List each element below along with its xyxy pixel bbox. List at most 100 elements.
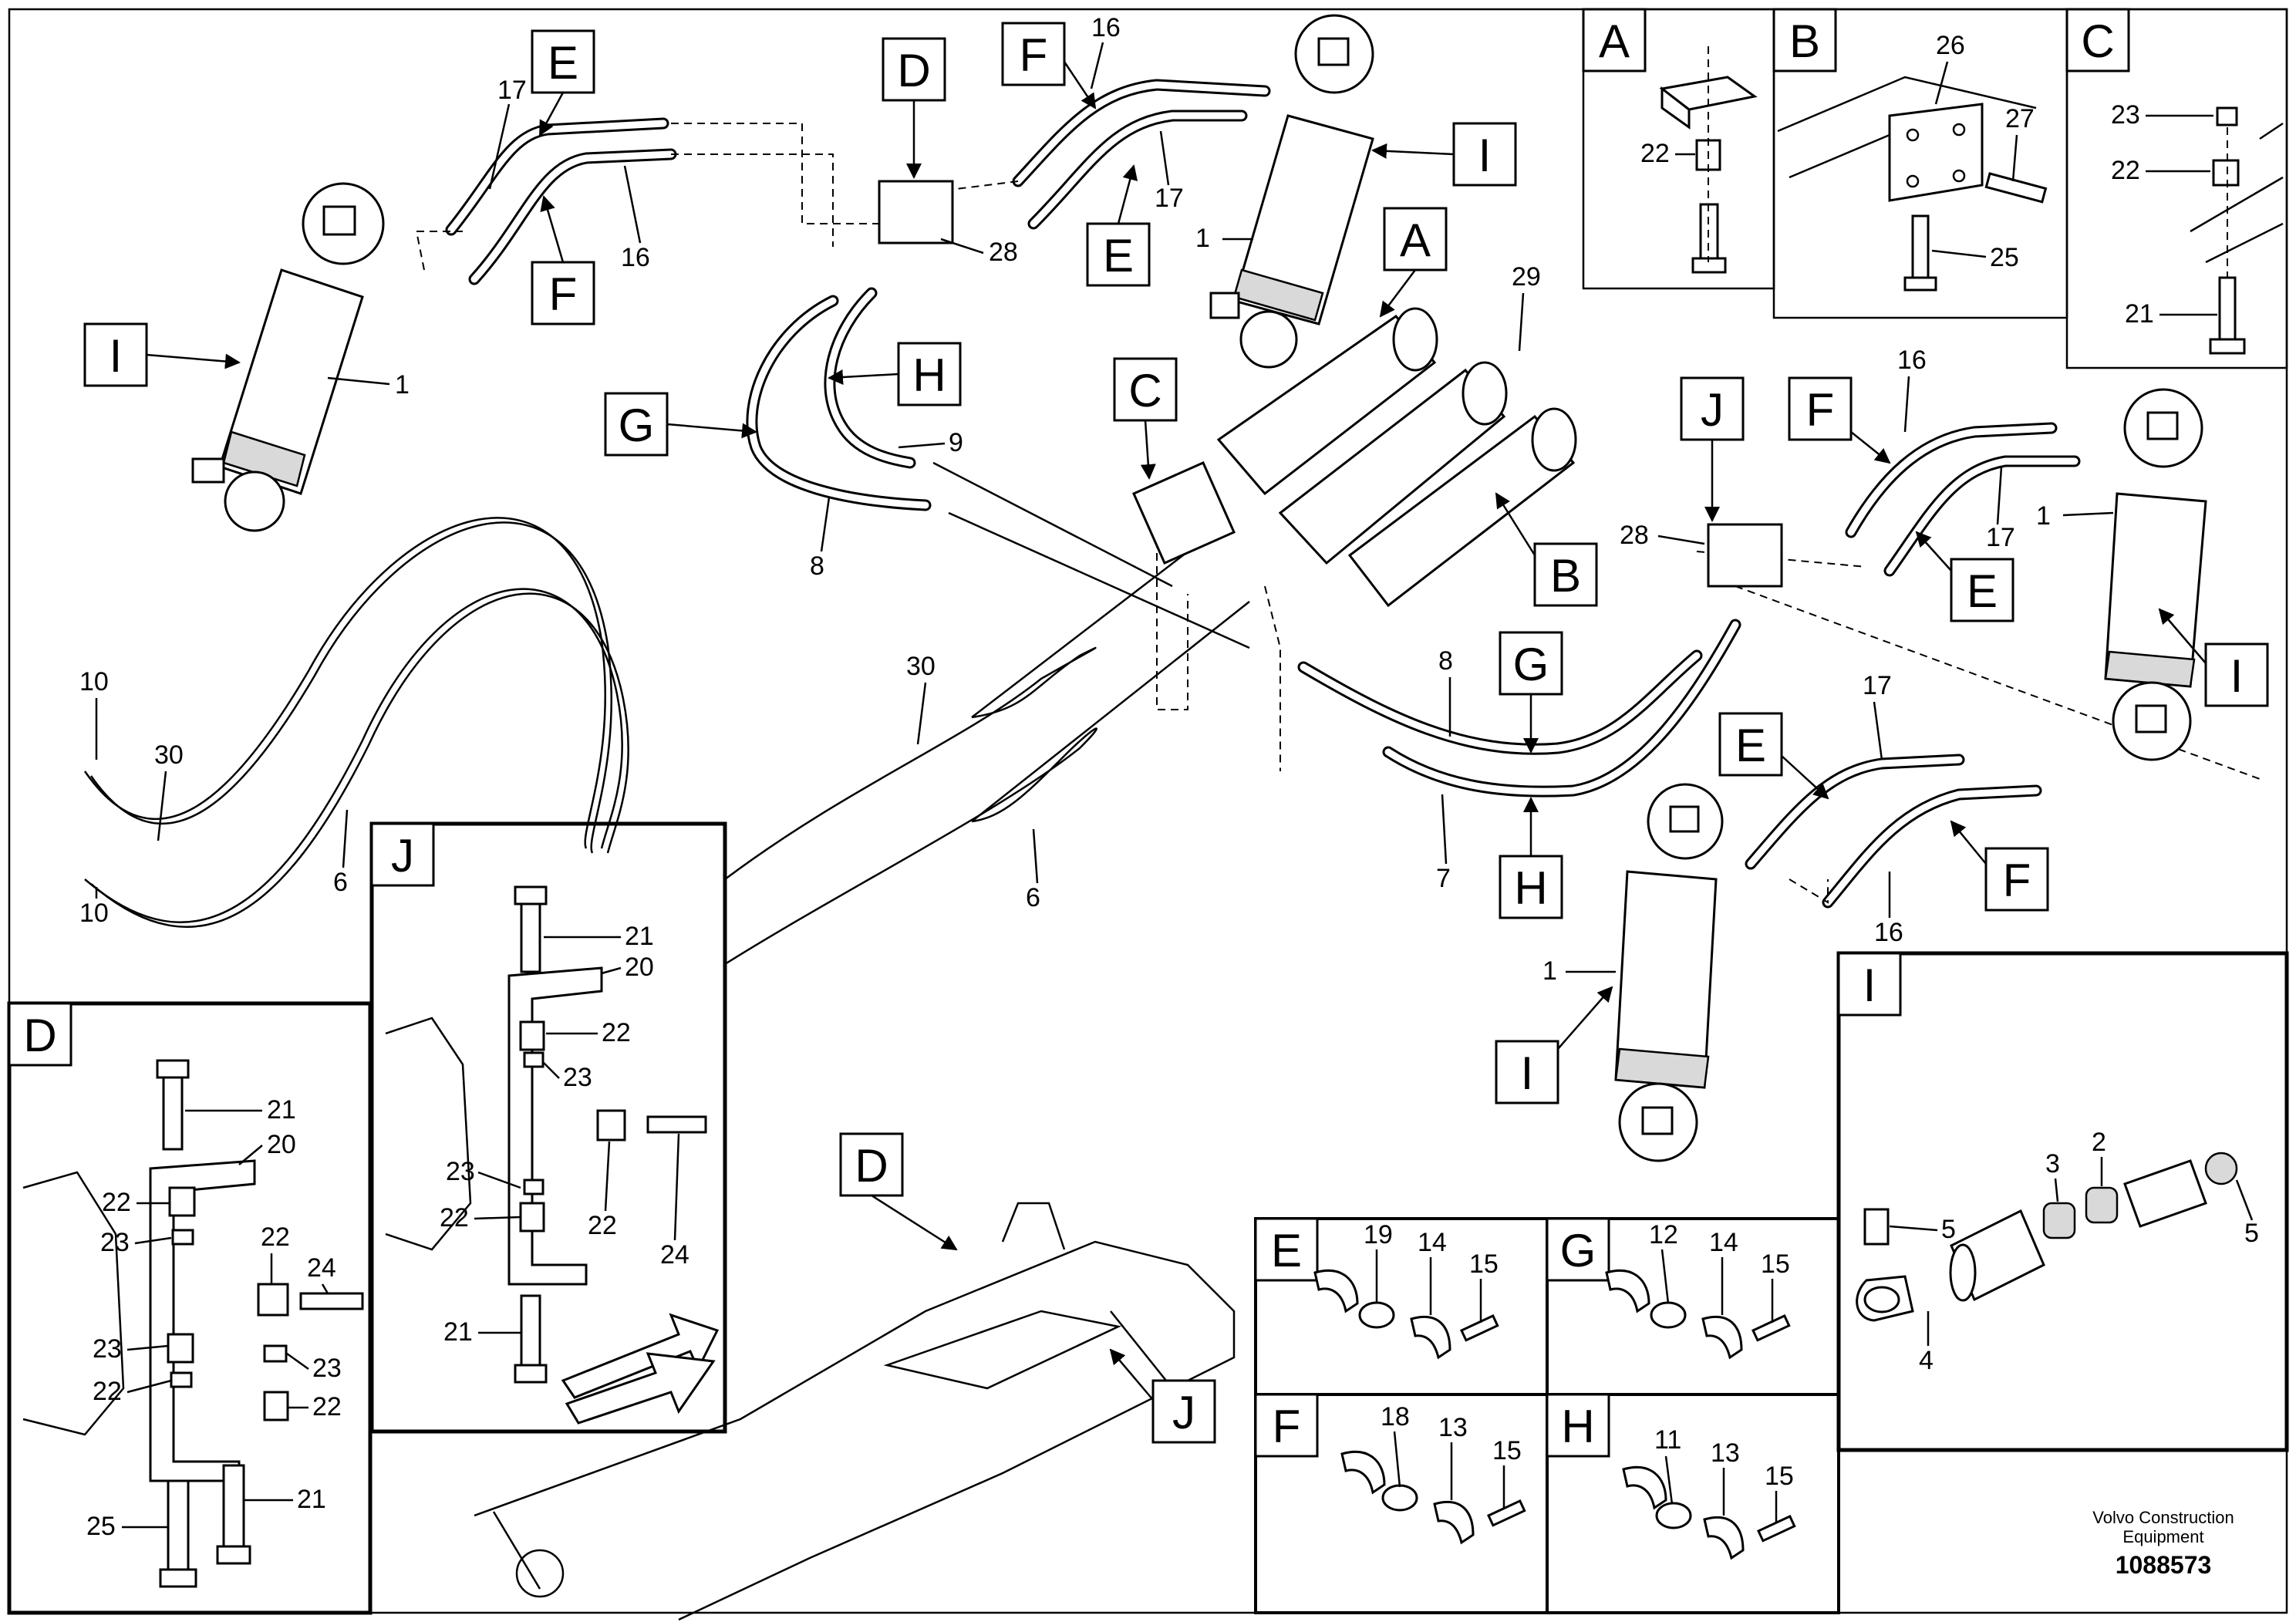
hose-routing	[83, 79, 2081, 966]
inset-e-label-15: 15	[1469, 1249, 1499, 1279]
machine-frame	[474, 1202, 1236, 1621]
inset-e: E 19 14 15	[1254, 1217, 1549, 1396]
footer-branding: Volvo Construction Equipment 1088573	[2092, 1508, 2234, 1579]
svg-text:F: F	[2003, 855, 2031, 906]
callout-j1: J	[1680, 376, 1745, 441]
cylinder-top-left	[191, 182, 385, 532]
cylinder-top-center	[1209, 14, 1374, 369]
callout-d2: D	[839, 1132, 904, 1197]
inset-c-label-22: 22	[2111, 156, 2140, 185]
valve-block-top	[878, 180, 954, 244]
label-6a: 6	[333, 868, 348, 897]
inset-d-label-21a: 21	[267, 1095, 296, 1125]
inset-i-label-3: 3	[2045, 1149, 2060, 1179]
label-17a: 17	[497, 76, 527, 105]
callout-b1: B	[1533, 542, 1598, 607]
label-16b: 16	[1091, 13, 1121, 42]
label-1c: 1	[2036, 501, 2051, 531]
svg-text:H: H	[1561, 1401, 1594, 1452]
callout-d1: D	[882, 37, 946, 102]
inset-a-label-22: 22	[1640, 139, 1670, 168]
inset-d-label-22a: 22	[102, 1188, 131, 1217]
inset-e-label-19: 19	[1364, 1220, 1393, 1249]
label-8b: 8	[1438, 646, 1453, 676]
label-10a: 10	[79, 667, 109, 696]
svg-text:J: J	[1172, 1387, 1195, 1438]
callout-g2: G	[1499, 631, 1563, 696]
label-30b: 30	[906, 652, 936, 681]
label-6b: 6	[1026, 883, 1040, 912]
inset-j-label-24: 24	[660, 1240, 689, 1270]
svg-text:I: I	[1478, 130, 1492, 181]
callout-i3: I	[2204, 642, 2269, 707]
cylinder-right-upper	[2104, 388, 2207, 761]
label-9: 9	[949, 428, 963, 457]
inset-d-label-22b: 22	[261, 1222, 290, 1252]
svg-text:D: D	[897, 45, 930, 96]
svg-text:F: F	[549, 268, 578, 320]
label-16a: 16	[621, 243, 650, 272]
label-17b: 17	[1155, 184, 1184, 213]
svg-text:C: C	[2081, 15, 2114, 67]
inset-h-label-13: 13	[1711, 1438, 1740, 1468]
callout-e1: E	[531, 29, 595, 94]
callout-f3: F	[1788, 376, 1853, 441]
inset-c: C 23 22 21	[2065, 8, 2288, 369]
callout-h2: H	[1499, 855, 1563, 919]
inset-d-label-21b: 21	[297, 1485, 326, 1514]
callout-g1: G	[604, 392, 669, 457]
label-29: 29	[1512, 262, 1541, 292]
callout-e4: E	[1718, 712, 1783, 777]
svg-text:G: G	[619, 400, 655, 451]
svg-text:E: E	[548, 37, 578, 89]
callout-i1: I	[83, 322, 148, 387]
inset-d-label-24: 24	[307, 1253, 336, 1283]
svg-text:G: G	[1513, 639, 1549, 690]
inset-c-label-23: 23	[2111, 100, 2140, 130]
svg-text:I: I	[1863, 959, 1876, 1011]
label-16d: 16	[1874, 918, 1903, 947]
svg-text:E: E	[1967, 565, 1998, 617]
svg-text:F: F	[1806, 384, 1835, 436]
valve-block-right	[1707, 523, 1783, 588]
callout-j2: J	[1151, 1379, 1216, 1444]
svg-text:F: F	[1020, 29, 1048, 81]
inset-d-label-23c: 23	[312, 1354, 342, 1383]
label-28b: 28	[1620, 521, 1649, 550]
svg-text:I: I	[2230, 650, 2244, 702]
inset-j-label-22b: 22	[440, 1203, 469, 1233]
inset-j-label-22c: 22	[588, 1211, 617, 1240]
inset-j-label-21b: 21	[443, 1317, 473, 1347]
inset-d-label-20: 20	[267, 1130, 296, 1159]
svg-text:A: A	[1599, 15, 1630, 67]
svg-text:D: D	[23, 1010, 56, 1061]
svg-text:H: H	[1514, 862, 1547, 914]
inset-i-label-5a: 5	[1941, 1215, 1956, 1244]
diagram-frame	[8, 8, 2288, 1614]
inset-i-label-2: 2	[2092, 1128, 2106, 1157]
callout-i4: I	[1495, 1040, 1559, 1104]
inset-f: F 18 13 15	[1254, 1393, 1549, 1614]
inset-i-label-5b: 5	[2244, 1219, 2259, 1248]
inset-f-label-15: 15	[1492, 1436, 1522, 1465]
inset-j-label-21a: 21	[625, 922, 654, 951]
inset-h-label-11: 11	[1654, 1425, 1681, 1455]
callout-f1: F	[531, 261, 595, 325]
svg-text:B: B	[1550, 550, 1581, 602]
inset-f-label-13: 13	[1438, 1413, 1468, 1442]
callout-leaders	[146, 61, 2207, 1401]
label-7: 7	[1436, 864, 1451, 893]
main-labels: 17 16 1 16 17 1 28 29 9 8 10 30 10 6 30 …	[79, 13, 2114, 986]
inset-h-label-15: 15	[1765, 1462, 1794, 1491]
inset-d-label-23a: 23	[100, 1228, 130, 1257]
svg-text:C: C	[1128, 365, 1161, 416]
inset-a: A 22	[1582, 8, 1775, 290]
svg-text:D: D	[855, 1140, 888, 1192]
callout-e3: E	[1950, 558, 2014, 622]
inset-b-label-27: 27	[2005, 104, 2035, 133]
brand-line-1: Volvo Construction	[2092, 1508, 2234, 1527]
inset-d-label-25: 25	[86, 1512, 116, 1541]
inset-j-label-23b: 23	[446, 1157, 475, 1186]
callout-f4: F	[1984, 847, 2049, 912]
label-10b: 10	[79, 899, 109, 928]
